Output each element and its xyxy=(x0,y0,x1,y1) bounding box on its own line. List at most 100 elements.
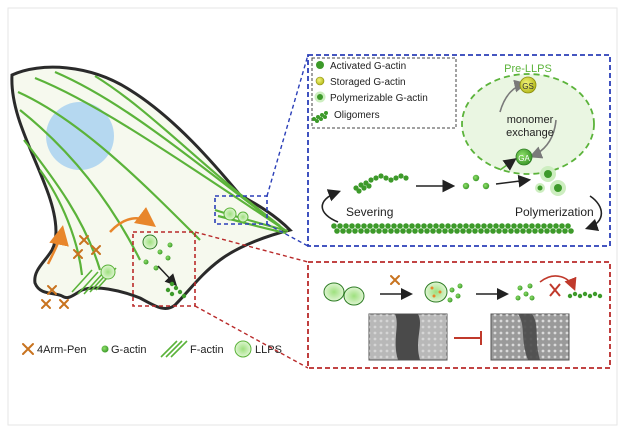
filament-subunit xyxy=(409,223,415,229)
filament-subunit xyxy=(544,228,550,234)
oligomer-chain xyxy=(353,173,409,194)
legend-storaged-label: Storaged G-actin xyxy=(330,77,406,88)
filament-subunit xyxy=(388,228,394,234)
filament-subunit xyxy=(382,228,388,234)
llps-droplet xyxy=(323,282,345,302)
polymerizable-cluster xyxy=(535,166,566,196)
filament-subunit xyxy=(475,223,481,229)
filament-subunit xyxy=(346,228,352,234)
filament-subunit xyxy=(523,223,529,229)
to-droplet-arrow xyxy=(499,158,517,171)
cell-llps-droplet xyxy=(237,211,249,223)
legend-llps-label: LLPS xyxy=(255,344,282,356)
filament-subunit xyxy=(517,223,523,229)
filament-subunit xyxy=(550,228,556,234)
orange-arrow xyxy=(109,207,157,233)
filament-subunit xyxy=(490,228,496,234)
monomers-released xyxy=(462,174,490,190)
filament-subunit xyxy=(511,223,517,229)
filament-subunit xyxy=(496,228,502,234)
orange-arrow xyxy=(46,225,69,265)
llps-droplet xyxy=(343,286,365,306)
filament-subunit xyxy=(565,223,571,229)
filament-subunit xyxy=(493,223,499,229)
oligomer-icon xyxy=(312,111,328,123)
severing-label: Severing xyxy=(346,205,393,219)
filament-subunit xyxy=(394,228,400,234)
micrograph-right xyxy=(490,313,570,361)
filament-subunit xyxy=(331,223,337,229)
pre-llps-label: Pre-LLPS xyxy=(504,63,552,75)
g-actin-legend-icon xyxy=(101,345,109,353)
filament-subunit xyxy=(556,228,562,234)
storaged-g-actin-icon xyxy=(315,76,325,86)
filament-subunit xyxy=(454,228,460,234)
filament-subunit xyxy=(340,228,346,234)
filament-subunit xyxy=(403,223,409,229)
legend-activated-label: Activated G-actin xyxy=(330,61,406,72)
legend-g-actin-label: G-actin xyxy=(111,344,146,356)
llps-droplet-loaded xyxy=(424,281,448,303)
filament-subunit xyxy=(460,228,466,234)
filament-subunit xyxy=(367,223,373,229)
severing-curve-arrow xyxy=(321,189,342,223)
filament-subunit xyxy=(547,223,553,229)
cell-llps-droplet xyxy=(100,264,116,280)
filament-subunit xyxy=(358,228,364,234)
filament-subunit xyxy=(505,223,511,229)
filament-subunit xyxy=(439,223,445,229)
exchange-arrow-down xyxy=(529,119,557,159)
zoom-box-red xyxy=(132,231,196,307)
filament-subunit xyxy=(538,228,544,234)
filament-subunit xyxy=(337,223,343,229)
filament-subunit xyxy=(484,228,490,234)
filament-subunit xyxy=(397,223,403,229)
filament-subunit xyxy=(424,228,430,234)
filament-subunit xyxy=(553,223,559,229)
actin-fibers xyxy=(17,70,289,276)
filament-subunit xyxy=(421,223,427,229)
bottom-legend: 4Arm-Pen G-actin F-actin LLPS xyxy=(22,340,282,358)
short-filament xyxy=(567,291,603,299)
filament-subunit xyxy=(448,228,454,234)
filament-subunit xyxy=(385,223,391,229)
filament-subunit xyxy=(379,223,385,229)
long-filament xyxy=(331,223,574,234)
released-g-actin xyxy=(447,283,463,303)
to-polymerizable-arrow xyxy=(495,174,532,188)
filament-subunit xyxy=(451,223,457,229)
polymerization-label: Polymerization xyxy=(515,205,594,219)
polymerizable-g-actin-icon xyxy=(317,94,323,100)
monomer-exchange-line1: monomer xyxy=(507,114,554,126)
llps-legend-icon xyxy=(234,340,252,358)
zoom-box-blue xyxy=(214,195,268,225)
filament-subunit xyxy=(526,228,532,234)
filament-subunit xyxy=(373,223,379,229)
f-actin-legend-icon xyxy=(160,340,188,358)
legend-polymerizable-label: Polymerizable G-actin xyxy=(330,93,428,104)
cell xyxy=(10,54,309,369)
filament-subunit xyxy=(463,223,469,229)
filament-subunit xyxy=(520,228,526,234)
filament-subunit xyxy=(343,223,349,229)
connector-blue-bottom xyxy=(266,223,309,247)
cell-outline xyxy=(10,65,293,310)
filament-subunit xyxy=(376,228,382,234)
legend-box xyxy=(311,57,457,129)
filament-subunit xyxy=(508,228,514,234)
filament-subunit xyxy=(406,228,412,234)
cell-filament-dots xyxy=(165,281,187,299)
filament-subunit xyxy=(445,223,451,229)
legend-oligomers-label: Oligomers xyxy=(334,110,380,121)
filament-subunit xyxy=(466,228,472,234)
cell-arrow xyxy=(157,265,178,287)
filament-subunit xyxy=(472,228,478,234)
cell-llps-droplet xyxy=(223,207,237,221)
arm-pen-icon xyxy=(390,275,400,285)
connector-blue-top xyxy=(266,54,309,197)
filament-subunit xyxy=(532,228,538,234)
arm-pen-legend-icon xyxy=(22,343,34,355)
gs-label: GS xyxy=(522,82,534,91)
